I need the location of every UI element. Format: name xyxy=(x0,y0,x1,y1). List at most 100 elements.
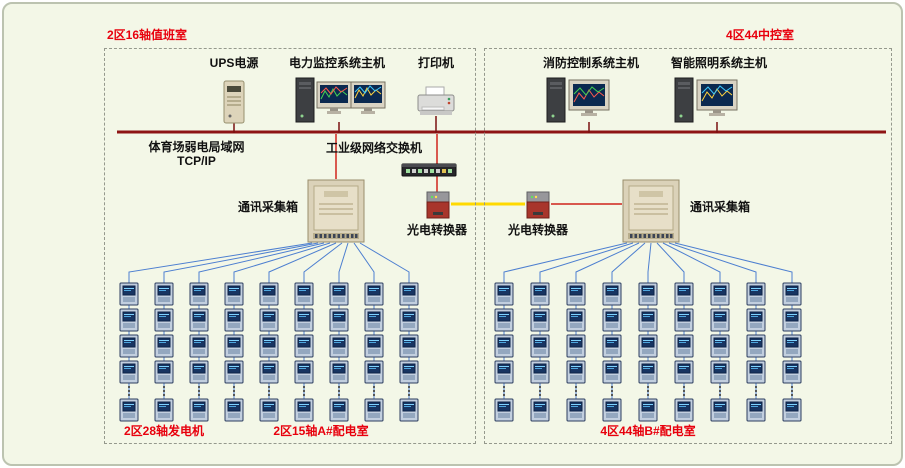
more-meters-ellipsis xyxy=(575,386,577,396)
room-right-boundary xyxy=(484,48,892,444)
more-meters-ellipsis xyxy=(303,386,305,396)
meter-icon xyxy=(399,308,419,332)
collector-left-label: 通讯采集箱 xyxy=(237,200,298,214)
meter-icon xyxy=(674,360,694,384)
fiber-converter-right-icon xyxy=(526,191,550,219)
meter-icon xyxy=(782,360,802,384)
meter-icon xyxy=(224,398,244,422)
meter-icon xyxy=(566,282,586,306)
more-meters-ellipsis xyxy=(539,386,541,396)
meter-icon xyxy=(530,360,550,384)
meter-icon xyxy=(364,360,384,384)
meter-icon xyxy=(782,308,802,332)
meter-icon xyxy=(154,398,174,422)
lan-label-line1: 体育场弱电局域网 xyxy=(148,140,245,154)
meter-icon xyxy=(746,398,766,422)
meter-icon xyxy=(494,398,514,422)
meter-icon xyxy=(259,282,279,306)
meter-icon xyxy=(294,398,314,422)
meter-icon xyxy=(154,308,174,332)
collector-box-left-icon xyxy=(307,179,365,243)
meter-icon xyxy=(530,282,550,306)
meter-icon xyxy=(294,308,314,332)
meter-icon xyxy=(119,360,139,384)
meter-icon xyxy=(224,282,244,306)
power-monitor-host-icon xyxy=(295,77,386,123)
more-meters-ellipsis xyxy=(755,386,757,396)
meter-icon xyxy=(399,282,419,306)
meter-icon xyxy=(329,398,349,422)
meter-icon xyxy=(119,334,139,358)
meter-icon xyxy=(329,334,349,358)
more-meters-ellipsis xyxy=(791,386,793,396)
meter-icon xyxy=(329,308,349,332)
meter-icon xyxy=(224,308,244,332)
collector-right-label: 通讯采集箱 xyxy=(689,200,750,214)
printer-label: 打印机 xyxy=(417,56,454,70)
lan-label: 体育场弱电局域网 TCP/IP xyxy=(134,140,259,168)
meter-icon xyxy=(494,360,514,384)
meter-icon xyxy=(674,282,694,306)
fire-host-label: 消防控制系统主机 xyxy=(542,56,639,70)
meter-icon xyxy=(782,282,802,306)
room-label-left: 2区16轴值班室 xyxy=(107,28,188,42)
meter-icon xyxy=(119,282,139,306)
meter-icon xyxy=(224,334,244,358)
meter-icon xyxy=(294,360,314,384)
room-left-boundary xyxy=(104,48,476,444)
meter-icon xyxy=(566,334,586,358)
meter-icon xyxy=(119,398,139,422)
more-meters-ellipsis xyxy=(503,386,505,396)
meter-icon xyxy=(638,334,658,358)
meter-icon xyxy=(782,398,802,422)
meter-icon xyxy=(294,334,314,358)
more-meters-ellipsis xyxy=(719,386,721,396)
meter-icon xyxy=(189,334,209,358)
meter-icon xyxy=(494,282,514,306)
meter-icon xyxy=(746,360,766,384)
meter-icon xyxy=(638,398,658,422)
meter-icon xyxy=(746,282,766,306)
meter-icon xyxy=(530,398,550,422)
collector-box-right-icon xyxy=(622,179,680,243)
meter-icon xyxy=(329,282,349,306)
meter-icon xyxy=(259,398,279,422)
meter-icon xyxy=(710,282,730,306)
meter-icon xyxy=(566,308,586,332)
meter-icon xyxy=(674,398,694,422)
more-meters-ellipsis xyxy=(408,386,410,396)
meter-icon xyxy=(782,334,802,358)
meter-icon xyxy=(710,308,730,332)
meter-icon xyxy=(364,398,384,422)
meter-icon xyxy=(602,360,622,384)
meter-icon xyxy=(566,398,586,422)
more-meters-ellipsis xyxy=(233,386,235,396)
meter-icon xyxy=(154,334,174,358)
meter-icon xyxy=(154,360,174,384)
meter-icon xyxy=(530,334,550,358)
more-meters-ellipsis xyxy=(128,386,130,396)
more-meters-ellipsis xyxy=(683,386,685,396)
meter-icon xyxy=(259,308,279,332)
fire-host-icon xyxy=(546,77,610,123)
meter-icon xyxy=(494,308,514,332)
meter-icon xyxy=(710,398,730,422)
more-meters-ellipsis xyxy=(338,386,340,396)
meter-icon xyxy=(746,334,766,358)
ups-label: UPS电源 xyxy=(209,56,259,70)
meter-icon xyxy=(710,334,730,358)
meter-icon xyxy=(329,360,349,384)
wiring-layer xyxy=(117,116,886,422)
meter-icon xyxy=(119,308,139,332)
power-host-label: 电力监控系统主机 xyxy=(288,56,385,70)
meter-icon xyxy=(566,360,586,384)
room-label-right: 4区44中控室 xyxy=(726,28,795,42)
more-meters-ellipsis xyxy=(611,386,613,396)
lan-label-line2: TCP/IP xyxy=(177,154,216,168)
converter-right-label: 光电转换器 xyxy=(507,223,568,237)
meter-icon xyxy=(602,334,622,358)
printer-icon xyxy=(417,86,455,115)
meter-icon xyxy=(674,308,694,332)
lighting-host-icon xyxy=(674,77,738,123)
